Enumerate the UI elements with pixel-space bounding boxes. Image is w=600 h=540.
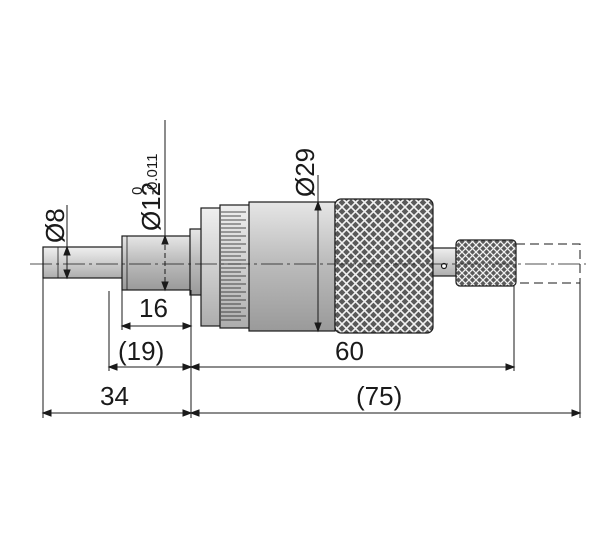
ratchet-knob	[455, 239, 517, 287]
graduated-thimble	[219, 204, 251, 329]
label-body-length-ref: (19)	[118, 336, 164, 366]
micrometer-body	[42, 198, 517, 334]
label-thimble-length: 60	[335, 336, 364, 366]
label-spindle-diameter: Ø8	[40, 208, 70, 243]
label-sleeve-length: 16	[139, 293, 168, 323]
dimension-lines	[41, 120, 582, 418]
dimension-labels: Ø8 Ø12 0 -0.011 Ø29 16 (19) 60 34 (75)	[40, 148, 402, 411]
label-thimble-diameter: Ø29	[290, 148, 320, 197]
ratchet-collar	[432, 247, 457, 277]
label-sleeve-tol-upper: 0	[129, 187, 146, 195]
neck	[189, 228, 203, 296]
phantom-outline	[516, 243, 581, 284]
label-spindle-stroke: 34	[100, 381, 129, 411]
sleeve-stem	[121, 235, 192, 291]
graduation-scale	[221, 211, 246, 321]
label-sleeve-tol-lower: -0.011	[144, 154, 161, 195]
spindle	[42, 246, 124, 279]
clamp-ring	[200, 207, 222, 327]
knurled-grip	[334, 198, 434, 334]
set-screw	[440, 262, 448, 270]
label-total-length-ref: (75)	[356, 381, 402, 411]
label-sleeve-diameter: Ø12	[136, 182, 166, 231]
thimble-barrel	[248, 201, 336, 332]
